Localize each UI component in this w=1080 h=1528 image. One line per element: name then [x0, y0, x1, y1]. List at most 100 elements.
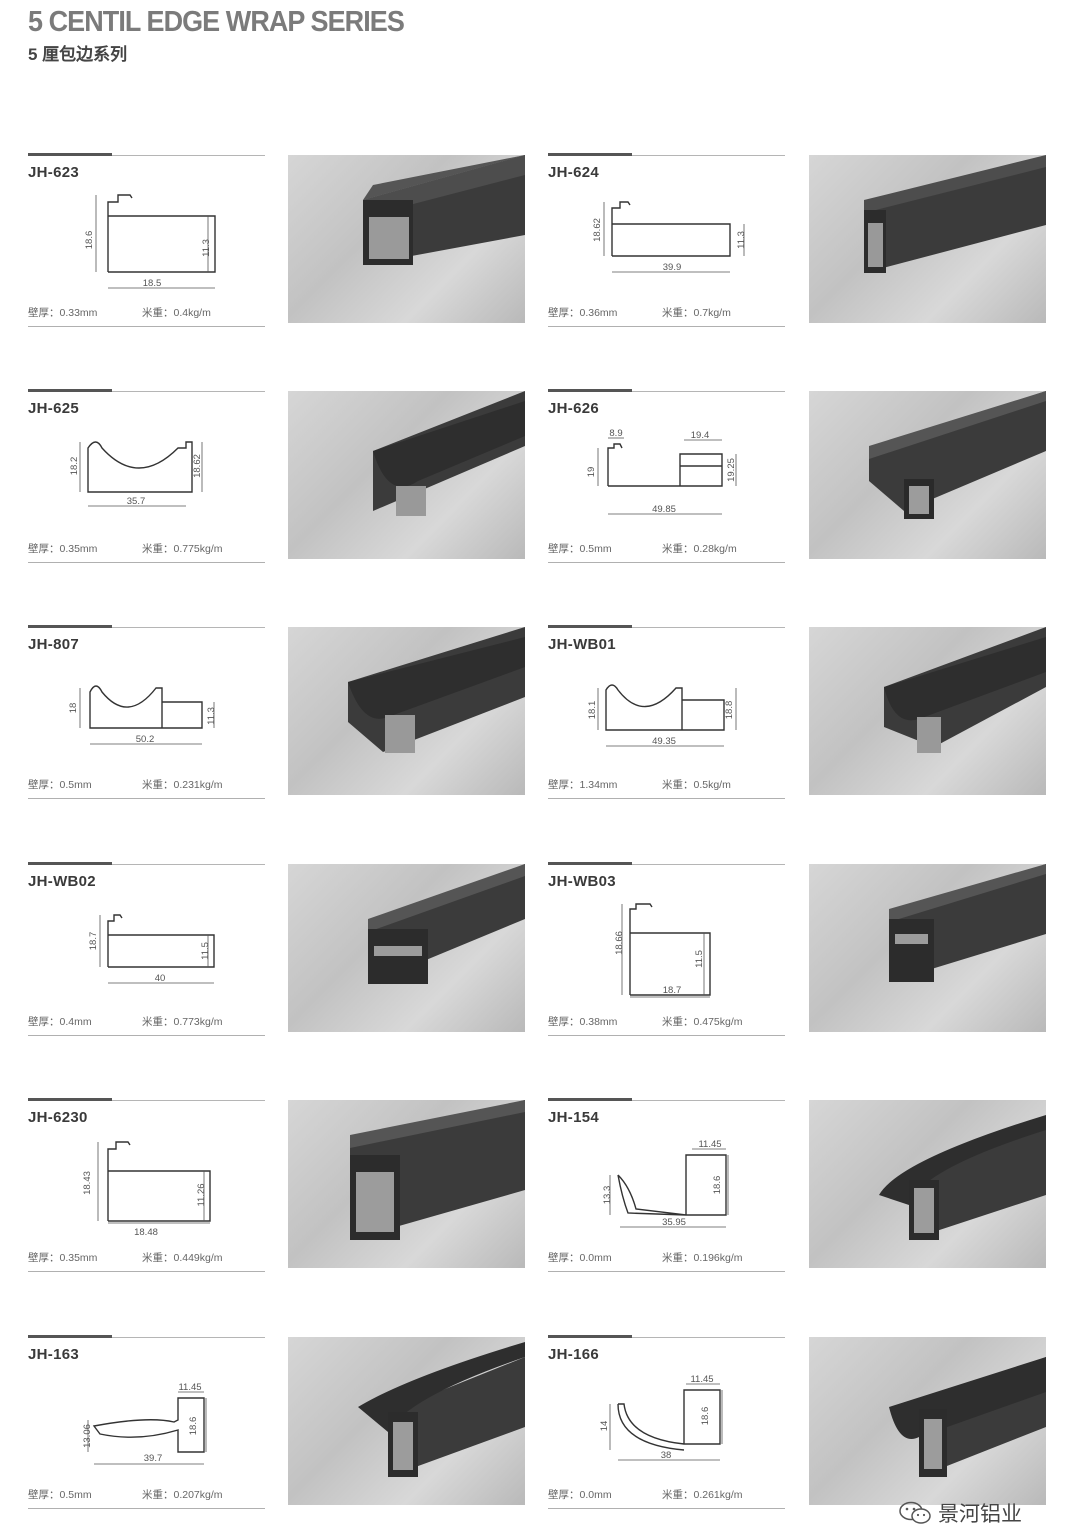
svg-text:18.6: 18.6	[188, 1417, 199, 1436]
spec-card-jh-wb02: JH-WB02 18.7 11.5 40 壁厚：0.4mm 米重：0.773kg…	[28, 862, 265, 1036]
product-photo	[809, 391, 1046, 559]
svg-text:19: 19	[586, 467, 597, 478]
profile-drawing: 11.45 13.3 18.6 35.95	[602, 1139, 729, 1228]
product-code: JH-623	[28, 164, 79, 181]
product-photo	[288, 627, 525, 795]
profile-drawing: 18.7 11.5 40	[88, 914, 215, 984]
svg-text:19.4: 19.4	[691, 430, 710, 441]
svg-text:11.3: 11.3	[206, 707, 217, 725]
spec-card-jh-626: JH-626 8.9 19.4 19 19.25 49.85 壁厚：0.5mm …	[548, 389, 785, 563]
spec-card-jh-wb03: JH-WB03 18.66 11.5 18.7 壁厚：0.38mm 米重：0.4…	[548, 862, 785, 1036]
svg-text:18.66: 18.66	[614, 931, 625, 955]
spec-card-jh-166: JH-166 11.45 14 18.6 38 壁厚：0.0mm 米重：0.26…	[548, 1335, 785, 1509]
svg-text:35.7: 35.7	[127, 496, 146, 507]
dim-inner-height: 11.3	[201, 239, 212, 257]
product-photo	[288, 864, 525, 1032]
spec-card-jh-6230: JH-6230 18.43 11.26 18.48 壁厚：0.35mm 米重：0…	[28, 1098, 265, 1272]
product-code: JH-163	[28, 1346, 79, 1363]
svg-text:39.9: 39.9	[663, 262, 682, 273]
product-code: JH-WB01	[548, 636, 616, 653]
spec-card-jh-wb01: JH-WB01 18.1 18.8 49.35 壁厚：1.34mm 米重：0.5…	[548, 625, 785, 799]
svg-text:49.85: 49.85	[652, 504, 676, 515]
meter-weight: 米重：0.773kg/m	[142, 1016, 223, 1028]
profile-drawing: 8.9 19.4 19 19.25 49.85	[586, 428, 737, 515]
svg-text:14: 14	[599, 1421, 610, 1432]
wall-thickness: 壁厚：0.0mm	[548, 1489, 612, 1501]
svg-text:18.6: 18.6	[712, 1176, 723, 1195]
svg-text:49.35: 49.35	[652, 736, 676, 747]
svg-text:8.9: 8.9	[609, 428, 622, 439]
product-photo	[288, 391, 525, 559]
product-photo	[288, 155, 525, 323]
product-photo	[809, 1100, 1046, 1268]
meter-weight: 米重：0.4kg/m	[142, 307, 211, 319]
product-code: JH-625	[28, 400, 79, 417]
wall-thickness: 壁厚：1.34mm	[548, 779, 618, 791]
wall-thickness: 壁厚：0.5mm	[548, 543, 612, 555]
product-code: JH-WB03	[548, 873, 616, 890]
svg-text:11.3: 11.3	[736, 231, 747, 249]
svg-text:40: 40	[155, 973, 166, 984]
spec-card-jh-163: JH-163 11.45 13.06 18.6 39.7 壁厚：0.5mm 米重…	[28, 1335, 265, 1509]
meter-weight: 米重：0.7kg/m	[662, 307, 731, 319]
product-code: JH-166	[548, 1346, 599, 1363]
meter-weight: 米重：0.775kg/m	[142, 543, 223, 555]
svg-text:18.48: 18.48	[134, 1227, 158, 1238]
meter-weight: 米重：0.28kg/m	[662, 543, 737, 555]
svg-text:35.95: 35.95	[662, 1217, 686, 1228]
meter-weight: 米重：0.196kg/m	[662, 1252, 743, 1264]
svg-text:50.2: 50.2	[136, 734, 155, 745]
watermark-text: 景河铝业	[938, 1503, 1022, 1526]
wechat-icon	[899, 1501, 931, 1524]
profile-drawing: 11.45 13.06 18.6 39.7	[82, 1382, 207, 1465]
svg-text:18.8: 18.8	[724, 701, 735, 720]
watermark: 景河铝业	[898, 1498, 1022, 1528]
profile-drawing: 18.6 11.3 18.5	[84, 194, 216, 289]
svg-text:11.5: 11.5	[694, 950, 705, 968]
svg-text:18.6: 18.6	[700, 1407, 711, 1426]
wall-thickness: 壁厚：0.35mm	[28, 1252, 98, 1264]
product-code: JH-WB02	[28, 873, 96, 890]
svg-text:39.7: 39.7	[144, 1453, 163, 1464]
svg-text:11.45: 11.45	[690, 1374, 713, 1385]
product-code: JH-624	[548, 164, 599, 181]
meter-weight: 米重：0.231kg/m	[142, 779, 223, 791]
product-code: JH-626	[548, 400, 599, 417]
wall-thickness: 壁厚：0.38mm	[548, 1016, 618, 1028]
wall-thickness: 壁厚：0.0mm	[548, 1252, 612, 1264]
meter-weight: 米重：0.449kg/m	[142, 1252, 223, 1264]
product-photo	[809, 1337, 1046, 1505]
profile-drawing: 18.66 11.5 18.7	[614, 903, 711, 998]
profile-drawing: 18 11.3 50.2	[68, 685, 217, 745]
svg-text:18.7: 18.7	[663, 985, 682, 996]
svg-text:11.45: 11.45	[178, 1382, 201, 1393]
wall-thickness: 壁厚：0.4mm	[28, 1016, 92, 1028]
svg-text:18.1: 18.1	[587, 701, 598, 720]
wall-thickness: 壁厚：0.5mm	[28, 779, 92, 791]
svg-text:18.62: 18.62	[592, 218, 603, 242]
product-code: JH-807	[28, 636, 79, 653]
svg-text:18.43: 18.43	[82, 1171, 93, 1195]
svg-text:13.3: 13.3	[602, 1186, 613, 1205]
meter-weight: 米重：0.261kg/m	[662, 1489, 743, 1501]
spec-card-jh-623: JH-623 18.6 11.3 18.5 壁厚：0.33mm 米重：0.4kg…	[28, 153, 265, 327]
wall-thickness: 壁厚：0.5mm	[28, 1489, 92, 1501]
profile-drawing: 18.2 18.62 35.7	[69, 441, 203, 507]
svg-text:13.06: 13.06	[82, 1424, 93, 1448]
spec-card-jh-807: JH-807 18 11.3 50.2 壁厚：0.5mm 米重：0.231kg/…	[28, 625, 265, 799]
meter-weight: 米重：0.5kg/m	[662, 779, 731, 791]
profile-drawing: 18.43 11.26 18.48	[82, 1141, 211, 1238]
spec-card-jh-154: JH-154 11.45 13.3 18.6 35.95 壁厚：0.0mm 米重…	[548, 1098, 785, 1272]
svg-text:11.5: 11.5	[200, 942, 211, 960]
dim-height: 18.6	[84, 231, 95, 250]
profile-drawing: 18.62 11.3 39.9	[592, 201, 747, 273]
product-photo	[809, 155, 1046, 323]
page-title: 5 CENTIL EDGE WRAP SERIES	[28, 6, 405, 38]
product-photo	[288, 1337, 525, 1505]
product-code: JH-154	[548, 1109, 599, 1126]
svg-text:18.2: 18.2	[69, 457, 80, 476]
svg-text:38: 38	[661, 1450, 672, 1461]
page-subtitle: 5 厘包边系列	[28, 45, 128, 64]
product-photo	[809, 864, 1046, 1032]
meter-weight: 米重：0.475kg/m	[662, 1016, 743, 1028]
